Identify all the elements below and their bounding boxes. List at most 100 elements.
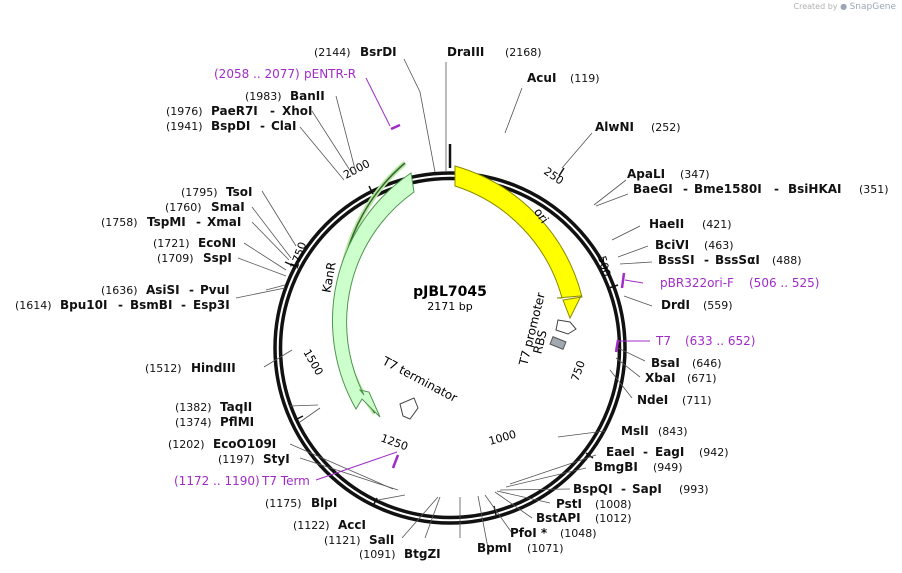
eaei-name: EaeI	[606, 445, 635, 459]
baegi-sep-1: -	[683, 182, 688, 196]
sali-pos: (1121)	[324, 534, 361, 547]
tspmi-name: TspMI	[147, 215, 186, 229]
tsoi-name: TsoI	[226, 185, 252, 199]
drdi-pos: (559)	[703, 299, 733, 312]
plasmid-size: 2171 bp	[427, 300, 472, 313]
tick-label-750: 750	[569, 359, 588, 383]
alwni-name: AlwNI	[595, 120, 634, 134]
xbai-pos: (671)	[687, 372, 717, 385]
pfoi-name: PfoI *	[510, 526, 548, 540]
bme1580i-name: Bme1580I	[694, 182, 762, 196]
tick-label-2000: 2000	[341, 157, 372, 182]
styi-name: StyI	[263, 452, 290, 466]
tick-mark-2000	[368, 185, 374, 195]
credit-brand: SnapGene	[849, 2, 896, 12]
paer7i-sep: -	[270, 104, 275, 118]
taqii-name: TaqII	[220, 400, 252, 414]
taqii-pos: (1382)	[175, 401, 212, 414]
bpu10i-sep-2: -	[181, 298, 186, 312]
leader-lines	[235, 58, 653, 549]
kanr-feature-arrow	[332, 172, 415, 418]
psti-pos: (1008)	[595, 498, 632, 511]
bmgbi-name: BmgBI	[594, 460, 638, 474]
haeii-name: HaeII	[649, 217, 684, 231]
bsihkai-name: BsiHKAI	[788, 182, 842, 196]
tick-mark-1750	[284, 261, 295, 267]
eco0109i-pos: (1202)	[168, 438, 205, 451]
bspdi-name: BspDI	[211, 119, 250, 133]
paer7i-name: PaeR7I	[211, 104, 258, 118]
alwni-pos: (252)	[651, 121, 681, 134]
pbr322ori-f-range: (506 .. 525)	[749, 276, 819, 290]
haeii-pos: (421)	[702, 218, 732, 231]
bspdi-sep: -	[260, 119, 265, 133]
bspqi-name: BspQI	[573, 482, 613, 496]
btgzi-pos: (1091)	[359, 548, 396, 561]
bsrdi-pos: (2144)	[314, 46, 351, 59]
kanr-label: KanR	[319, 261, 338, 294]
ndei-name: NdeI	[637, 393, 668, 407]
bcvi-name: BciVI	[655, 238, 689, 252]
eaei-pos: (942)	[699, 446, 729, 459]
baegi-sep-2: -	[774, 182, 779, 196]
apali-name: ApaLI	[627, 167, 665, 181]
pvui-name: PvuI	[200, 283, 230, 297]
msli-pos: (843)	[658, 425, 688, 438]
tick-mark-250	[558, 167, 565, 177]
xmai-name: XmaI	[207, 215, 241, 229]
sapi-name: SapI	[632, 482, 662, 496]
pbr322ori-f-name: pBR322ori-F	[660, 276, 734, 290]
tick-label-1250: 1250	[379, 432, 410, 454]
tick-mark-1500	[294, 415, 304, 421]
bsssi-name: BssSI	[658, 253, 695, 267]
tick-label-500: 500	[595, 254, 613, 278]
tick-mark-1250	[372, 497, 378, 507]
xhoi-name: XhoI	[282, 104, 313, 118]
eagi-name: EagI	[655, 445, 684, 459]
paer7i-pos: (1976)	[166, 105, 203, 118]
asisi-sep: -	[189, 283, 194, 297]
snapgene-logo-icon: ●	[840, 2, 848, 11]
hindiii-pos: (1512)	[145, 362, 182, 375]
bstapi-pos: (1012)	[595, 512, 632, 525]
esp3i-name: Esp3I	[193, 298, 230, 312]
plasmid-name: pJBL7045	[413, 284, 487, 300]
bsssi-sep: -	[704, 253, 709, 267]
acci-pos: (1122)	[293, 519, 330, 532]
blpi-name: BlpI	[311, 496, 337, 510]
bcvi-pos: (463)	[704, 239, 734, 252]
primer-lines	[315, 77, 650, 481]
tick-mark-500	[608, 284, 619, 289]
bspdi-pos: (1941)	[166, 120, 203, 133]
t7-terminator-label: T7 terminator	[379, 353, 459, 405]
backbone-inner	[278, 176, 622, 520]
smai-name: SmaI	[211, 200, 245, 214]
eaei-sep: -	[643, 445, 648, 459]
acui-name: AcuI	[527, 71, 556, 85]
baegi-name: BaeGI	[633, 182, 673, 196]
baegi-pos: (351)	[859, 183, 889, 196]
banii-name: BanII	[290, 89, 325, 103]
acci-name: AccI	[338, 518, 366, 532]
blpi-pos: (1175)	[265, 497, 302, 510]
tick-label-1500: 1500	[300, 347, 325, 378]
btgzi-name: BtgZI	[404, 547, 441, 561]
tspmi-sep: -	[196, 215, 201, 229]
tspmi-pos: (1758)	[101, 216, 138, 229]
psti-name: PstI	[556, 497, 582, 511]
acui-pos: (119)	[570, 72, 600, 85]
clai-name: ClaI	[271, 119, 296, 133]
sali-name: SalI	[369, 533, 394, 547]
econi-pos: (1721)	[153, 237, 190, 250]
bsssai-name: BssSαI	[715, 253, 760, 267]
econi-name: EcoNI	[198, 236, 236, 250]
banii-pos: (1983)	[245, 90, 282, 103]
backbone-outer	[273, 171, 627, 525]
bsssi-pos: (488)	[772, 254, 802, 267]
t7-primer-range: (633 .. 652)	[685, 334, 755, 348]
asisi-pos: (1636)	[101, 284, 138, 297]
t7-term-name: T7 Term	[261, 474, 310, 488]
pflmi-name: PflMI	[220, 415, 254, 429]
primer-marks	[390, 123, 626, 469]
